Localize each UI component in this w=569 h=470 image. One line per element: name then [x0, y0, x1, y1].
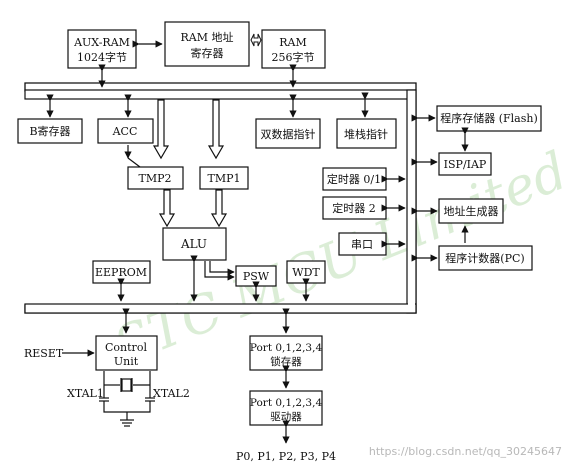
bus-to-tmp-arrows [124, 99, 225, 168]
isp-iap-label: ISP/IAP [444, 158, 487, 171]
timer01-block: 定时器 0/1 [322, 167, 387, 191]
program-counter-label: 程序计数器(PC) [445, 251, 524, 265]
timer01-label: 定时器 0/1 [327, 172, 381, 186]
uart-block: 串口 [338, 232, 387, 256]
reset-label: RESET [24, 347, 64, 360]
port-latch-label-2: 锁存器 [270, 355, 302, 368]
control-unit-block: Control Unit [95, 335, 158, 371]
alu-label: ALU [180, 237, 207, 251]
dual-dptr-block: 双数据指针 [255, 118, 321, 149]
ram-addr-label-2: 寄存器 [191, 46, 224, 60]
address-generator-label: 地址生成器 [444, 204, 499, 218]
acc-label: ACC [112, 125, 138, 138]
address-generator-block: 地址生成器 [438, 198, 504, 224]
ram-label-1: RAM [279, 36, 307, 49]
watermark-url: https://blog.csdn.net/qq_30245647 [369, 445, 562, 458]
port-driver-label-2: 驱动器 [270, 411, 302, 423]
port-latch-label-1: Port 0,1,2,3,4 [250, 342, 323, 354]
wdt-block: WDT [286, 260, 326, 284]
ram-block: RAM 256字节 [261, 29, 326, 69]
timer2-label: 定时器 2 [332, 201, 376, 215]
program-memory-arrows [411, 114, 469, 262]
aux-ram-block: AUX-RAM 1024字节 [67, 29, 137, 69]
bus-arrows-top [46, 64, 369, 118]
b-register-label: B寄存器 [29, 124, 70, 138]
dual-dptr-label: 双数据指针 [261, 127, 316, 141]
program-memory-label: 程序存储器 (Flash) [440, 111, 538, 125]
timer2-block: 定时器 2 [322, 196, 387, 220]
internal-bus-outline [24, 89, 416, 100]
stack-pointer-block: 堆栈指针 [336, 118, 397, 149]
isp-iap-block: ISP/IAP [438, 152, 492, 176]
b-register-block: B寄存器 [17, 118, 83, 144]
xtal2-label: XTAL2 [153, 387, 190, 400]
program-memory-block: 程序存储器 (Flash) [436, 105, 542, 132]
port-driver-block: Port 0,1,2,3,4 驱动器 [249, 390, 323, 426]
control-unit-label-2: Unit [114, 355, 139, 368]
psw-label: PSW [243, 270, 270, 283]
wdt-label: WDT [292, 266, 320, 279]
tmp1-block: TMP1 [199, 166, 249, 190]
tmp2-block: TMP2 [127, 166, 184, 190]
stack-pointer-label: 堆栈指针 [344, 127, 388, 141]
ram-addr-label-1: RAM 地址 [181, 30, 234, 44]
eeprom-block: EEPROM [92, 260, 151, 284]
acc-block: ACC [97, 118, 154, 144]
arrow-ram-addr-ram [250, 33, 262, 47]
xtal1-label: XTAL1 [67, 387, 104, 400]
alu-block: ALU [162, 227, 227, 261]
uart-label: 串口 [351, 238, 373, 251]
port-driver-label-1: Port 0,1,2,3,4 [250, 397, 323, 409]
alu-connections [190, 255, 235, 302]
port-latch-block: Port 0,1,2,3,4 锁存器 [249, 335, 323, 371]
control-unit-label-1: Control [105, 341, 147, 354]
tmp2-label: TMP2 [139, 172, 172, 185]
control-unit-connections [62, 308, 155, 427]
ports-label: P0, P1, P2, P3, P4 [236, 450, 336, 463]
program-counter-block: 程序计数器(PC) [438, 245, 533, 271]
tmp-to-alu-arrows [158, 189, 228, 228]
ram-address-register-block: RAM 地址 寄存器 [164, 21, 250, 67]
eeprom-label: EEPROM [95, 266, 147, 279]
aux-ram-label-2: 1024字节 [77, 50, 127, 64]
psw-block: PSW [235, 265, 277, 287]
ram-label-2: 256字节 [272, 50, 315, 64]
tmp1-label: TMP1 [208, 172, 241, 185]
aux-ram-label-1: AUX-RAM [73, 36, 130, 49]
bottom-bus-arrows [117, 278, 310, 302]
peripheral-arrows [381, 175, 406, 248]
